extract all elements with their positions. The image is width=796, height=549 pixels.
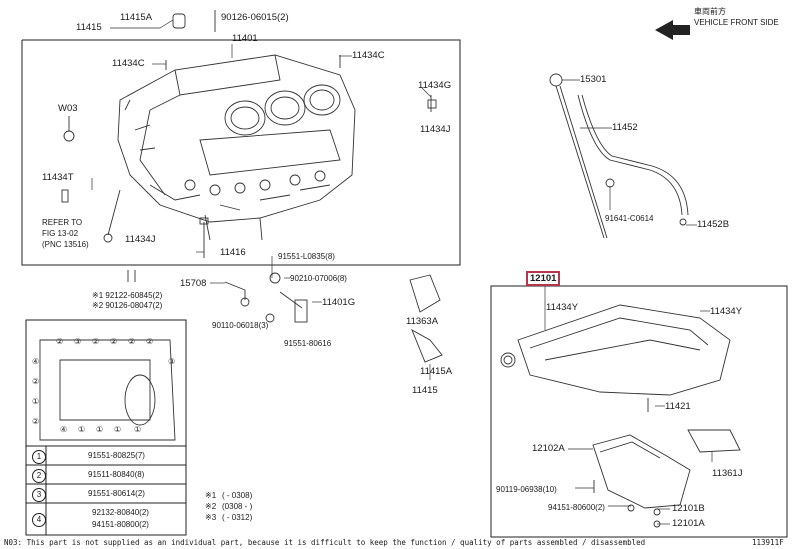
legend-row-3: 3 91551-80614(2) [26, 487, 186, 503]
cylinder-block-drawing [117, 54, 356, 241]
legend-part-number[interactable]: 91551-80825(7) [88, 451, 145, 460]
date-note-text-2: (0308 - ) [222, 502, 253, 511]
legend-number: 3 [32, 488, 46, 502]
bolt-marker: ④ [32, 357, 40, 366]
bolt-marker: ② [32, 417, 40, 426]
legend-number: 2 [32, 469, 46, 483]
legend-number: 1 [32, 450, 46, 464]
part-label-11416[interactable]: 11416 [220, 247, 246, 258]
oil-pan-frame [490, 285, 788, 538]
bolt-marker: ① [114, 425, 122, 434]
part-label-91551-l0835[interactable]: 91551-L0835(8) [278, 252, 335, 261]
legend-part-number[interactable]: 91551-80614(2) [88, 489, 145, 498]
bolt-marker: ① [32, 397, 40, 406]
part-label-11434g[interactable]: 11434G [418, 80, 452, 91]
bolt-marker: ② [56, 337, 64, 346]
part-label-11434y-left[interactable]: 11434Y [546, 302, 579, 313]
part-label-94151[interactable]: 94151-80600(2) [548, 503, 605, 512]
lower-small-parts [127, 270, 443, 363]
legend-row-2: 2 91511-80840(8) [26, 468, 186, 484]
part-label-11434y-right[interactable]: 11434Y [710, 306, 743, 317]
legend-part-number[interactable]: 94151-80800(2) [92, 520, 149, 529]
bolt-marker: ① [78, 425, 86, 434]
part-label-w03[interactable]: W03 [58, 103, 78, 114]
bolt-marker: ② [92, 337, 100, 346]
part-label-90210[interactable]: 90210-07006(8) [290, 274, 347, 283]
part-label-12101a[interactable]: 12101A [672, 518, 705, 529]
date-note-mark-2: ※2 [205, 502, 217, 511]
part-label-11415-bottom[interactable]: 11415 [412, 385, 438, 396]
part-label-92122[interactable]: ※1 92122-60845(2) [92, 291, 163, 300]
part-label-11434c-right[interactable]: 11434C [352, 50, 385, 61]
oil-pan-upper-drawing [500, 304, 731, 412]
figure-id: 113911F [752, 538, 784, 547]
bolt-marker: ③ [168, 357, 176, 366]
bolt-marker: ② [110, 337, 118, 346]
bolt-marker: ① [134, 425, 142, 434]
date-note-mark-3: ※3 [205, 513, 217, 522]
part-label-11415a-bottom[interactable]: 11415A [420, 366, 453, 377]
part-label-11363a[interactable]: 11363A [406, 316, 439, 327]
refer-to-line1: REFER TO [42, 218, 83, 227]
legend-row-1: 1 91551-80825(7) [26, 449, 186, 465]
vehicle-front-jp-label: 車両前方 [694, 7, 726, 16]
bolt-pattern-diagram [39, 339, 176, 441]
block-frame [21, 39, 461, 266]
bolt-marker: ② [32, 377, 40, 386]
part-label-11452b[interactable]: 11452B [697, 219, 730, 230]
legend-part-number[interactable]: 91511-80840(8) [88, 470, 145, 479]
part-label-91551-80616[interactable]: 91551-80616 [284, 339, 332, 348]
part-label-11361j[interactable]: 11361J [712, 468, 743, 479]
legend-number: 4 [32, 513, 46, 527]
legend-part-number[interactable]: 92132-80840(2) [92, 508, 149, 517]
footer-note: N03: This part is not supplied as an ind… [4, 538, 646, 547]
part-label-11415a-top[interactable]: 11415A [120, 12, 153, 23]
part-label-11434t[interactable]: 11434T [42, 172, 74, 183]
vehicle-front-arrow [655, 20, 690, 40]
refer-to-line3: (PNC 13516) [42, 240, 89, 249]
bolt-marker: ③ [74, 337, 82, 346]
part-label-90126-b[interactable]: ※2 90126-08047(2) [92, 301, 163, 310]
part-label-90110[interactable]: 90110-06018(3) [212, 321, 269, 330]
part-label-11434j-right[interactable]: 11434J [420, 124, 451, 135]
date-note-text-3: ( - 0312) [222, 513, 253, 522]
part-label-12101b[interactable]: 12101B [672, 503, 705, 514]
legend-row-4: 4 92132-80840(2) 94151-80800(2) [26, 507, 186, 533]
part-label-11452[interactable]: 11452 [612, 122, 638, 133]
part-label-11401[interactable]: 11401 [232, 33, 258, 44]
leader-lines [91, 19, 713, 525]
part-label-11415[interactable]: 11415 [76, 22, 102, 33]
part-label-15708[interactable]: 15708 [180, 278, 207, 289]
part-label-90119[interactable]: 90119-06938(10) [496, 485, 557, 494]
part-label-12101-highlighted[interactable]: 12101 [526, 271, 561, 286]
refer-to-line2[interactable]: FIG 13-02 [42, 229, 79, 238]
part-label-15301[interactable]: 15301 [580, 74, 607, 85]
part-label-12102a[interactable]: 12102A [532, 443, 565, 454]
vehicle-front-en-label: VEHICLE FRONT SIDE [694, 18, 779, 27]
part-label-11434c-left[interactable]: 11434C [112, 58, 145, 69]
date-note-mark-1: ※1 [205, 491, 217, 500]
part-label-90126[interactable]: 90126-06015(2) [221, 12, 289, 23]
bolt-marker: ② [128, 337, 136, 346]
dipstick-drawing [549, 73, 689, 239]
date-note-text-1: ( - 0308) [222, 491, 253, 500]
part-label-11434j-left[interactable]: 11434J [125, 234, 156, 245]
part-label-11421[interactable]: 11421 [665, 401, 691, 412]
part-label-91641[interactable]: 91641-C0614 [605, 214, 654, 223]
bolt-legend-frame [25, 319, 187, 536]
bolt-marker: ① [96, 425, 104, 434]
bolt-marker: ④ [60, 425, 68, 434]
part-label-11401g[interactable]: 11401G [322, 297, 356, 308]
bolt-marker: ② [146, 337, 154, 346]
